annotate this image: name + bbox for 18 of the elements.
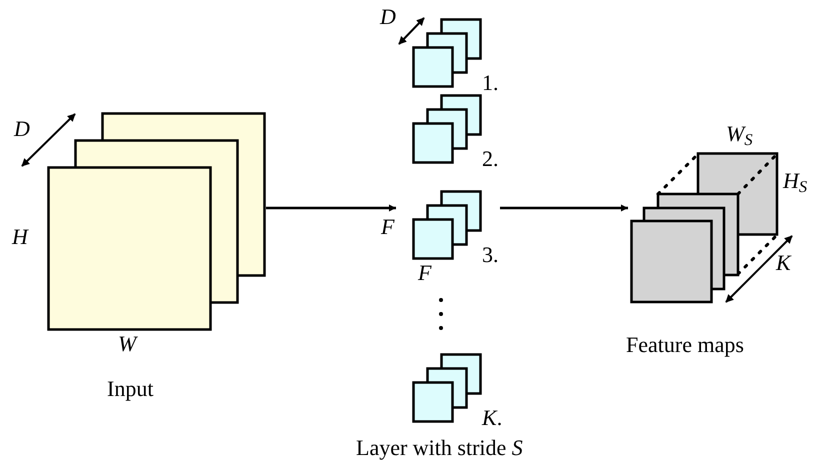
dimension-label: W$_{S}$ [726,123,753,145]
arrow [266,204,396,212]
dimension-label: F [381,216,394,238]
dimension-label: F [418,262,432,284]
dimension-label: H$_{S}$ [783,170,808,192]
node-label: K. [482,404,502,432]
node-label: Input [107,375,154,403]
dimension-label: K [776,252,791,274]
arrow [500,204,628,212]
dimension-label: H [12,226,28,248]
node-label: 3. [482,241,498,269]
node-label: Feature maps [626,331,744,359]
node-label: 1. [482,69,498,97]
node-label: 2. [482,145,498,173]
dimension-label: W [118,333,136,355]
dimension-label: D [380,6,396,28]
dimension-label: D [14,118,30,140]
layer-caption: Layer with stride S [356,434,523,462]
